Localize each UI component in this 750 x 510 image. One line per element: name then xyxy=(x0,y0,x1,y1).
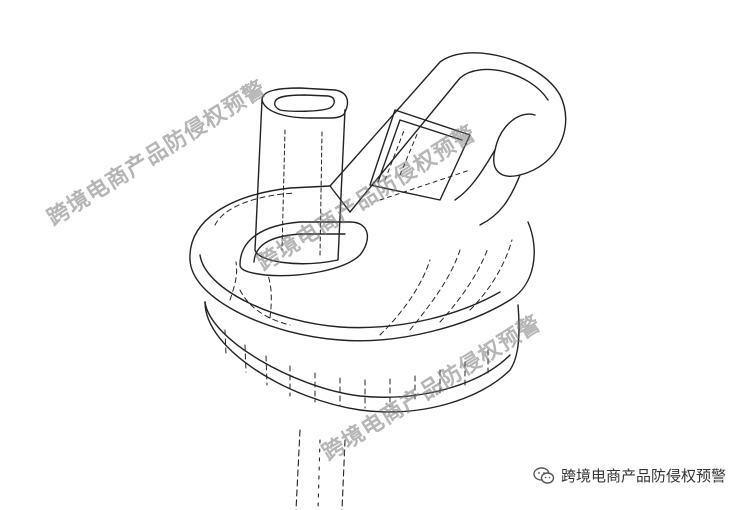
spout-slot xyxy=(274,94,335,113)
skirt-grip-lines xyxy=(224,329,489,409)
handle-window xyxy=(369,109,471,201)
credit-label: 跨境电商产品防侵权预警 xyxy=(560,467,726,485)
source-credit: 跨境电商产品防侵权预警 xyxy=(533,465,726,486)
wechat-icon xyxy=(533,466,555,484)
straw-dashed xyxy=(295,429,346,510)
spout-well xyxy=(239,221,369,277)
spout xyxy=(254,99,346,265)
cap-dome xyxy=(189,185,331,261)
carry-handle xyxy=(329,52,567,187)
cap-skirt xyxy=(204,301,520,413)
